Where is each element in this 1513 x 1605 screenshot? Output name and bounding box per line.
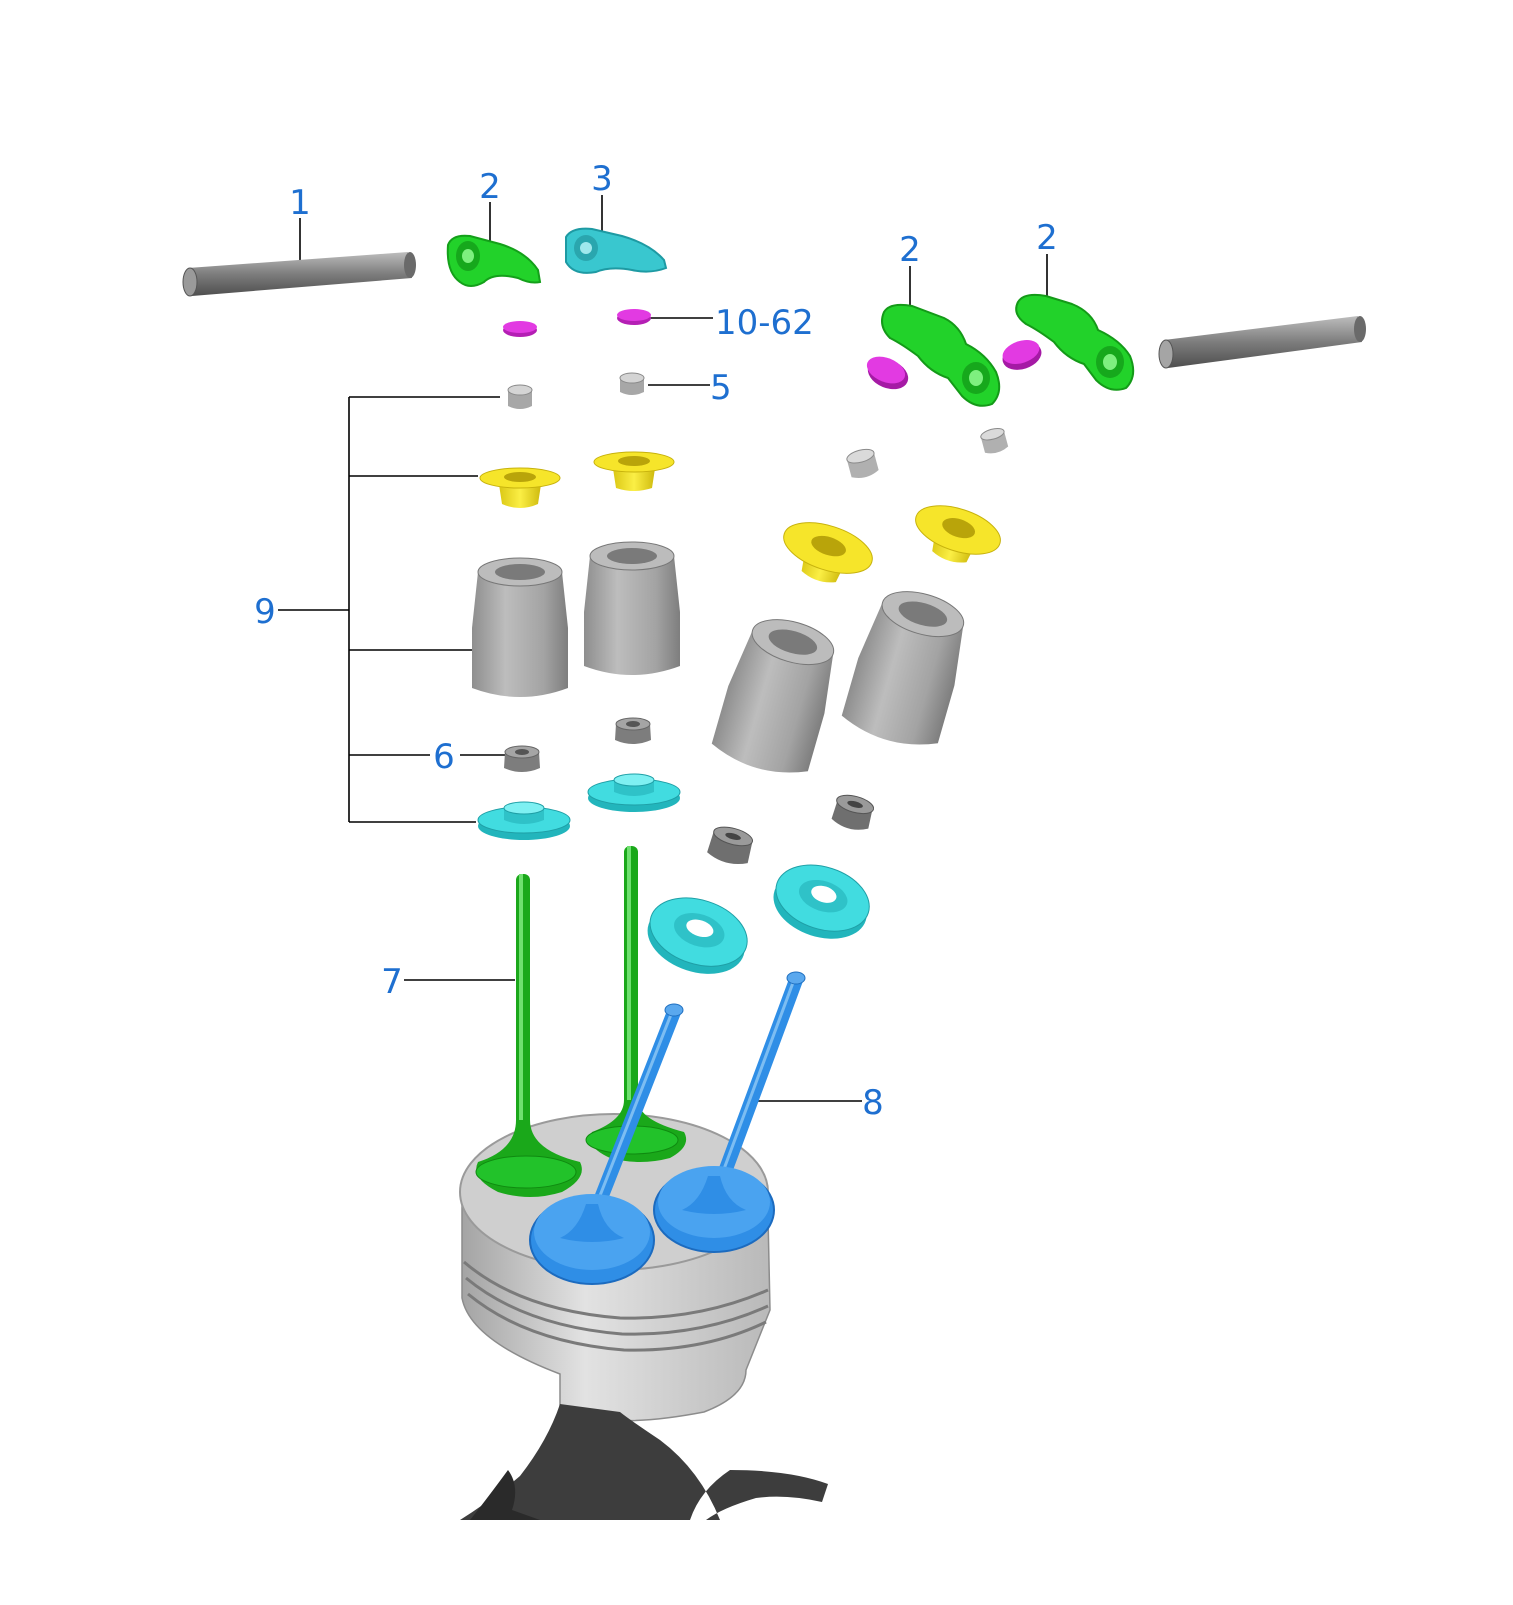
callout-2-left: 2 bbox=[479, 167, 501, 207]
seal-4 bbox=[831, 794, 875, 830]
callout-3: 3 bbox=[591, 159, 613, 199]
retainer-2 bbox=[593, 451, 675, 491]
spring-3 bbox=[711, 619, 835, 773]
rocker-arm-cyan bbox=[565, 227, 668, 274]
valve-blue-2 bbox=[653, 971, 806, 1253]
callout-6: 6 bbox=[433, 737, 455, 777]
callout-7: 7 bbox=[381, 962, 403, 1002]
spring-seat-2 bbox=[587, 773, 681, 812]
spring-seat-3 bbox=[647, 897, 748, 974]
rocker-arm-green-left bbox=[446, 234, 542, 287]
rocker-shaft-right bbox=[1158, 316, 1366, 369]
retainer-group bbox=[479, 451, 1001, 583]
shim-1 bbox=[503, 321, 537, 337]
spring-group bbox=[472, 541, 965, 773]
shim-3 bbox=[866, 356, 909, 390]
callout-5: 5 bbox=[710, 368, 732, 408]
spring-2 bbox=[584, 541, 680, 675]
spring-seat-1 bbox=[477, 801, 571, 840]
rocker-arm-green-right-b bbox=[1015, 293, 1135, 391]
keeper-3 bbox=[846, 448, 879, 478]
keeper-group bbox=[507, 372, 1009, 478]
leader-lines bbox=[278, 195, 1048, 1102]
valve-green-1 bbox=[475, 874, 582, 1197]
valve-blue-1 bbox=[529, 1003, 684, 1285]
keeper-2 bbox=[619, 372, 645, 395]
seal-2 bbox=[615, 717, 651, 744]
seal-3 bbox=[707, 826, 754, 864]
callout-2-right-b: 2 bbox=[1036, 218, 1058, 258]
shim-4 bbox=[1002, 340, 1042, 370]
callout-1: 1 bbox=[289, 183, 311, 223]
shim-2 bbox=[617, 309, 651, 325]
callout-2-right-a: 2 bbox=[899, 230, 921, 270]
seal-group bbox=[504, 717, 875, 864]
shim-group bbox=[503, 309, 1042, 390]
rocker-arm-green-right-a bbox=[881, 303, 1001, 407]
callout-8: 8 bbox=[862, 1083, 884, 1123]
keeper-1 bbox=[507, 384, 533, 409]
spring-seat-group bbox=[477, 773, 870, 974]
spring-seat-4 bbox=[773, 864, 870, 939]
retainer-4 bbox=[915, 505, 1001, 563]
spring-4 bbox=[841, 591, 965, 745]
rocker-shaft-left bbox=[182, 252, 416, 297]
callout-10-62: 10-62 bbox=[715, 303, 814, 343]
spring-1 bbox=[472, 557, 568, 697]
retainer-3 bbox=[783, 522, 873, 583]
callout-9: 9 bbox=[254, 592, 276, 632]
seal-1 bbox=[504, 745, 540, 772]
keeper-4 bbox=[980, 427, 1009, 454]
retainer-1 bbox=[479, 467, 561, 508]
